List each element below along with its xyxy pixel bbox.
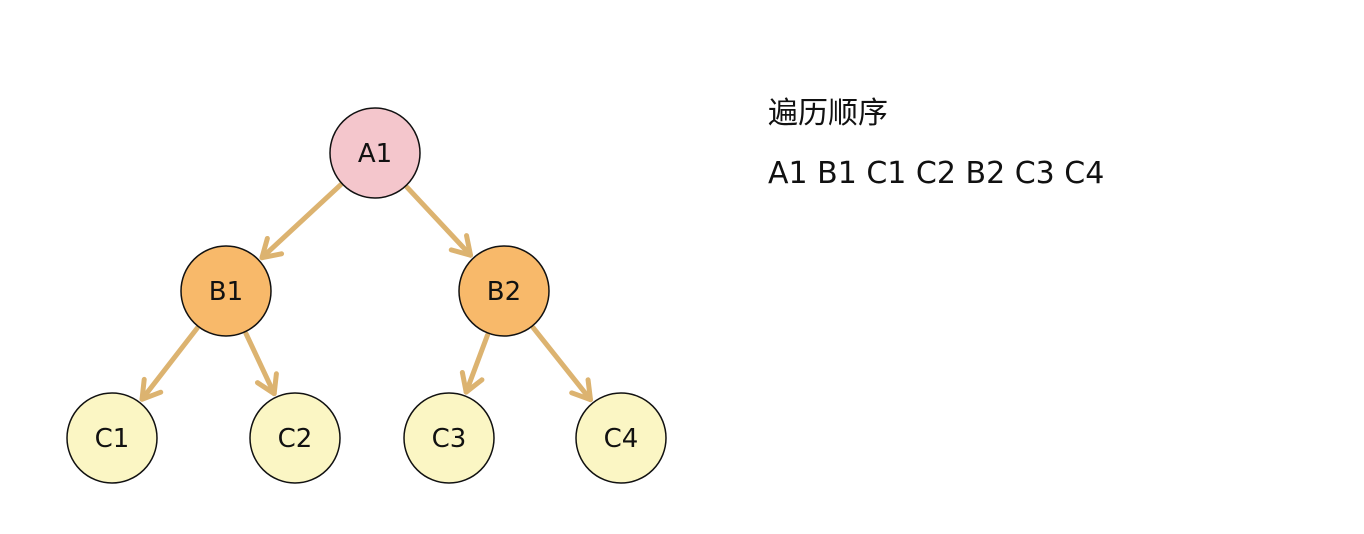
node-circle [329,107,421,199]
edge-line [139,325,200,402]
traversal-sequence: A1 B1 C1 C2 B2 C3 C4 [768,156,1105,191]
arrowhead [448,233,474,258]
tree-node-c2: C2 [249,392,341,484]
edge-arrow-b1-c2 [243,331,279,397]
edge-arrow-b1-c1 [139,325,200,402]
edge-arrow-b2-c4 [530,325,593,403]
edges-layer [139,182,593,403]
tree-node-c1: C1 [66,392,158,484]
tree-node-b2: B2 [458,245,550,337]
node-label: B2 [487,277,521,307]
arrowhead [259,235,285,261]
node-circle [458,245,550,337]
node-label: B1 [209,277,243,307]
node-label: C3 [432,424,467,454]
edge-arrow-a1-b1 [259,182,344,261]
arrowhead [139,376,164,402]
edge-line [530,325,593,403]
edge-line [243,331,277,397]
node-circle [575,392,667,484]
edge-line [404,184,474,258]
node-circle [249,392,341,484]
arrowhead [569,377,593,403]
tree-node-c3: C3 [403,392,495,484]
node-circle [66,392,158,484]
node-circle [180,245,272,337]
node-circle [403,392,495,484]
node-label: C4 [604,424,639,454]
node-label: C2 [278,424,313,454]
node-label: C1 [95,424,130,454]
tree-node-b1: B1 [180,245,272,337]
node-label: A1 [358,139,392,169]
edge-line [463,332,491,395]
edge-arrow-a1-b2 [404,184,474,258]
tree-node-a1: A1 [329,107,421,199]
traversal-title: 遍历顺序 [768,96,888,131]
edge-arrow-b2-c3 [459,332,491,395]
arrowhead [254,371,279,397]
edge-line [259,182,344,261]
tree-node-c4: C4 [575,392,667,484]
arrowhead [459,369,485,395]
